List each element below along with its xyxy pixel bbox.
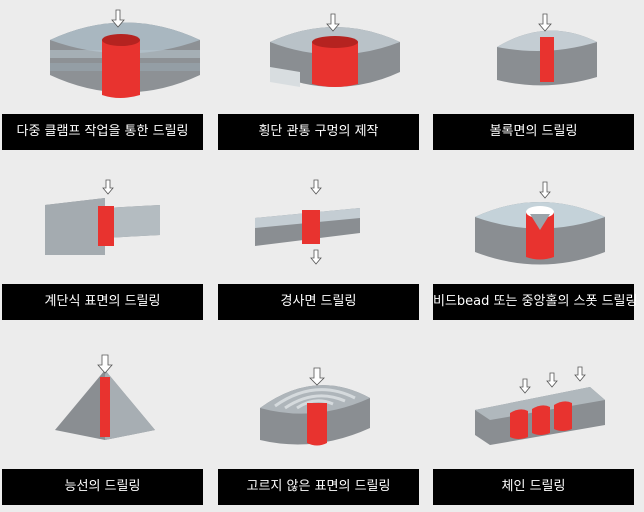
caption-chain-drilling: 체인 드릴링 (433, 469, 634, 505)
caption-convex-surface: 볼록면의 드릴링 (433, 114, 634, 150)
illustration-cross-hole (270, 13, 400, 87)
arrow-down-icon (539, 181, 551, 199)
arrow-down-icon (102, 179, 114, 195)
illustration-spot-drilling (475, 181, 605, 265)
caption-stepped-surface: 계단식 표면의 드릴링 (2, 284, 203, 320)
illustration-uneven-surface (260, 367, 370, 446)
arrow-down-icon (538, 13, 552, 32)
caption-uneven-surface: 고르지 않은 표면의 드릴링 (218, 469, 419, 505)
arrow-down-icon (519, 378, 531, 394)
arrow-down-icon (546, 372, 558, 388)
arrow-down-icon (326, 13, 340, 32)
illustration-convex-surface (497, 13, 597, 86)
arrow-down-icon (310, 179, 322, 195)
arrow-down-icon (574, 366, 586, 382)
caption-cross-hole: 횡단 관통 구멍의 제작 (218, 114, 419, 150)
caption-multi-clamp-drilling: 다중 클램프 작업을 통한 드릴링 (2, 114, 203, 150)
illustration-inclined-surface (255, 179, 360, 265)
caption-inclined-surface: 경사면 드릴링 (218, 284, 419, 320)
illustration-multi-clamp-drilling (50, 9, 200, 98)
illustration-stepped-surface (45, 179, 160, 255)
arrow-down-icon (97, 354, 113, 374)
arrow-down-icon (309, 367, 325, 386)
arrow-down-icon (310, 249, 322, 265)
arrow-down-icon (111, 9, 125, 28)
illustration-chain-drilling (475, 366, 605, 445)
caption-ridge: 능선의 드릴링 (2, 469, 203, 505)
illustration-ridge (55, 354, 155, 440)
caption-spot-drilling: 비드bead 또는 중앙홀의 스폿 드릴링 (433, 284, 637, 320)
